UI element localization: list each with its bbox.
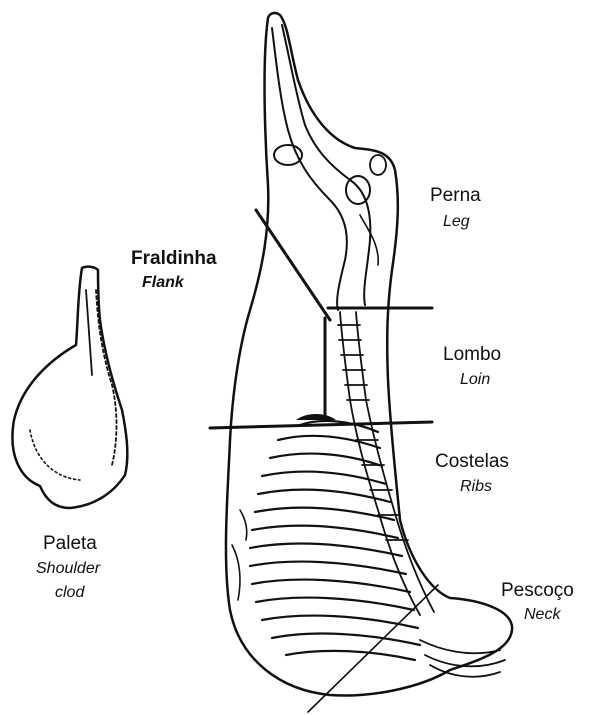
label-flank: Flank bbox=[142, 274, 184, 292]
label-paleta: Paleta bbox=[43, 533, 97, 555]
cut-line-flank-diagonal bbox=[256, 210, 330, 320]
label-pescoco: Pescoço bbox=[501, 580, 574, 602]
label-costelas: Costelas bbox=[435, 451, 509, 473]
label-neck: Neck bbox=[524, 606, 560, 624]
label-lombo: Lombo bbox=[443, 344, 501, 366]
label-clod: clod bbox=[55, 584, 84, 602]
cut-lines bbox=[210, 210, 432, 428]
label-shoulder: Shoulder bbox=[36, 560, 100, 578]
label-perna: Perna bbox=[430, 185, 481, 207]
shoulder-clod-drawing bbox=[12, 267, 127, 508]
label-loin: Loin bbox=[460, 371, 490, 389]
label-ribs: Ribs bbox=[460, 478, 492, 496]
cut-line-loin-ribs bbox=[210, 422, 432, 428]
label-fraldinha: Fraldinha bbox=[131, 248, 217, 270]
neck-bones bbox=[420, 640, 505, 677]
ribs-top-blob bbox=[296, 414, 336, 420]
label-leg: Leg bbox=[443, 213, 470, 231]
hip-joint bbox=[346, 176, 370, 204]
